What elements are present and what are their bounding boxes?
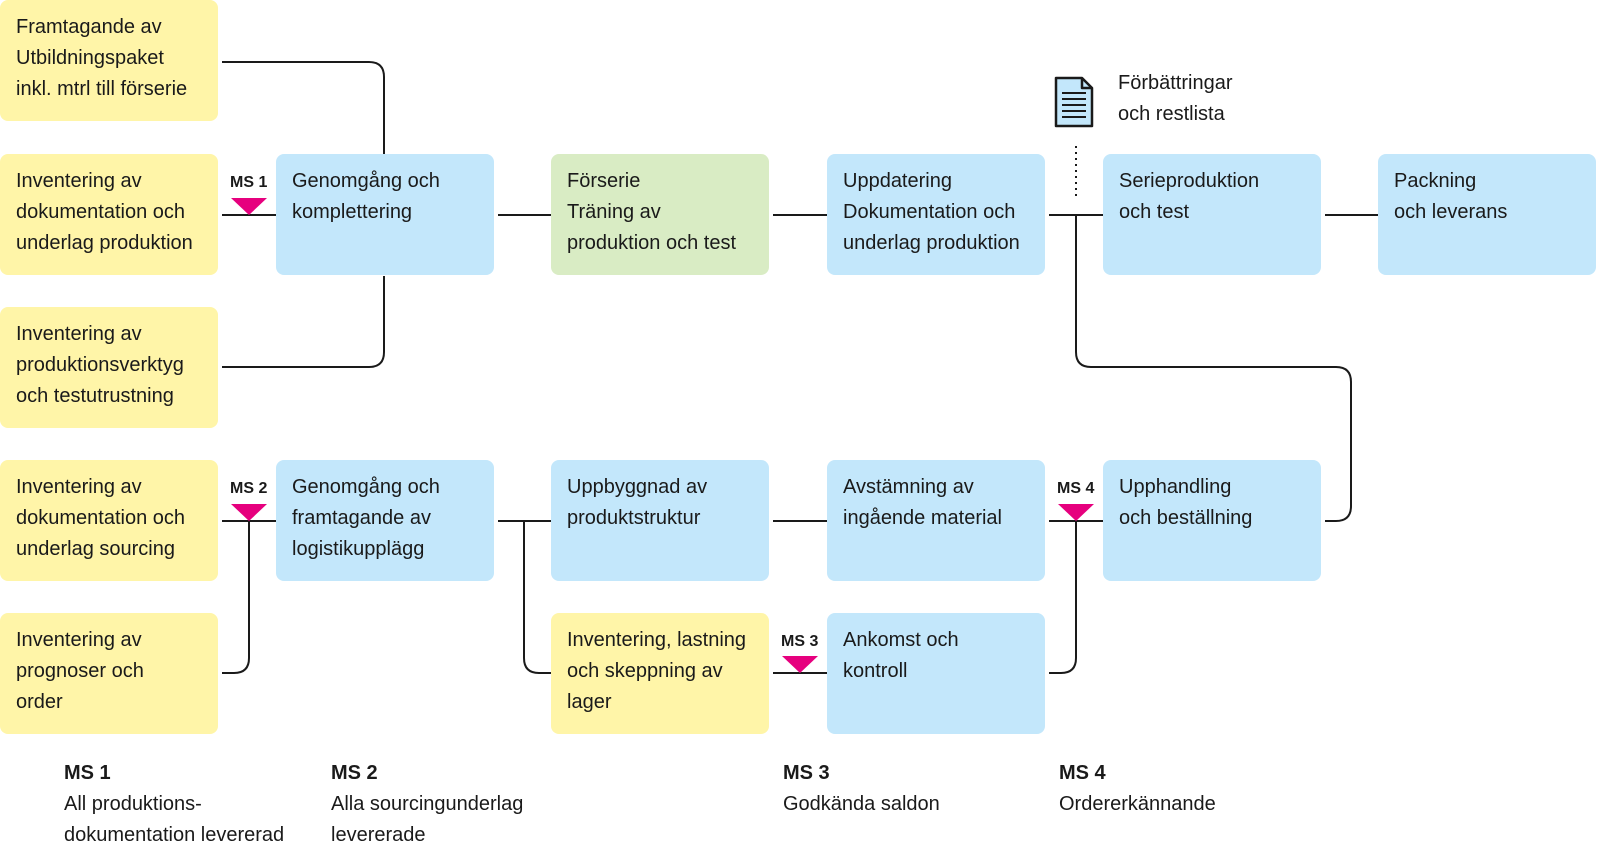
box-upphandling-bestallning: Upphandling och beställning	[1103, 460, 1321, 581]
connector-junction-f2	[1075, 215, 1352, 522]
box-ankomst-kontroll: Ankomst och kontroll	[827, 613, 1045, 734]
box-genomgang-komplettering: Genomgång och komplettering	[276, 154, 494, 275]
box-avstamning-material: Avstämning av ingående material	[827, 460, 1045, 581]
box-inventering-dokumentation-produktion: Inventering av dokumentation och underla…	[0, 154, 218, 275]
ms2-marker	[231, 504, 267, 521]
legend-ms4: MS 4 Ordererkännande	[1059, 758, 1309, 820]
legend-ms1-desc: All produktions- dokumentation levererad	[64, 793, 285, 846]
legend-ms3: MS 3 Godkända saldon	[783, 758, 1033, 820]
box-inventering-produktionsverktyg: Inventering av produktionsverktyg och te…	[0, 307, 218, 428]
ms2-label: MS 2	[230, 480, 268, 497]
ms4-label: MS 4	[1057, 480, 1095, 497]
box-uppdatering-dokumentation: Uppdatering Dokumentation och underlag p…	[827, 154, 1045, 275]
ms3-label: MS 3	[781, 633, 819, 650]
ms1-marker	[231, 198, 267, 215]
connector-b1-c1	[222, 61, 385, 154]
legend-ms1: MS 1 All produktions- dokumentation leve…	[64, 758, 314, 851]
legend-ms4-desc: Ordererkännande	[1059, 793, 1216, 815]
box-serieproduktion: Serieproduktion och test	[1103, 154, 1321, 275]
box-uppbyggnad-produktstruktur: Uppbyggnad av produktstruktur	[551, 460, 769, 581]
connector-c1-b3	[222, 276, 385, 368]
connector-e3-ms4	[1049, 508, 1077, 674]
ms1-label: MS 1	[230, 174, 268, 191]
box-forserie: Förserie Träning av produktion och test	[551, 154, 769, 275]
box-genomgang-logistikupplagg: Genomgång och framtagande av logistikupp…	[276, 460, 494, 581]
legend-ms4-title: MS 4	[1059, 762, 1106, 784]
box-packning-leverans: Packning och leverans	[1378, 154, 1596, 275]
legend-ms2: MS 2 Alla sourcingunderlag levererade	[331, 758, 581, 851]
legend-ms3-desc: Godkända saldon	[783, 793, 940, 815]
ms3-marker	[782, 656, 818, 673]
document-icon	[1054, 76, 1094, 128]
connector-b5-ms2	[222, 508, 250, 674]
legend-ms1-title: MS 1	[64, 762, 111, 784]
legend-ms2-title: MS 2	[331, 762, 378, 784]
ms4-marker	[1058, 504, 1094, 521]
box-inventering-lastning-skeppning: Inventering, lastning och skeppning av l…	[551, 613, 769, 734]
legend-ms3-title: MS 3	[783, 762, 830, 784]
box-framtagande-utbildningspaket: Framtagande av Utbildningspaket inkl. mt…	[0, 0, 218, 121]
connector-c2-d3	[523, 521, 551, 674]
box-inventering-prognoser: Inventering av prognoser och order	[0, 613, 218, 734]
box-inventering-dokumentation-sourcing: Inventering av dokumentation och underla…	[0, 460, 218, 581]
note-forbattringar-restlista: Förbättringar och restlista	[1118, 72, 1233, 125]
legend-ms2-desc: Alla sourcingunderlag levererade	[331, 793, 524, 846]
